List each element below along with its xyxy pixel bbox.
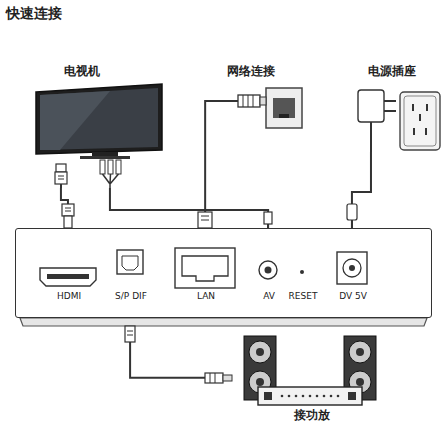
device-ports: [20, 248, 427, 342]
network-jack-node: 网络连接: [215, 62, 305, 134]
port-label: HDMI: [39, 291, 99, 302]
box-plugs: [62, 204, 357, 228]
cable-line: [110, 188, 268, 228]
device-label: 网络连接: [215, 64, 287, 78]
amplifier-illustration: [205, 336, 376, 405]
cable: [110, 188, 268, 228]
device-label: 接功放: [232, 408, 392, 422]
port-label: RESET: [287, 291, 319, 302]
network-jack: [215, 88, 302, 128]
tv-illustration: [36, 84, 162, 188]
device-label: 电视机: [30, 64, 134, 78]
power-outlet-node: 电源插座: [350, 62, 442, 152]
cable: [205, 101, 215, 228]
device-box-node: HDMIS/P DIF LAN AVRESET DV 5V: [15, 228, 432, 318]
tv-node: 电视机: [30, 62, 170, 188]
power-outlet: [358, 90, 440, 152]
amplifier-node: 接功放: [232, 330, 392, 434]
device-label: 电源插座: [350, 64, 434, 78]
cable-line: [130, 318, 232, 378]
cable-line: [205, 101, 215, 228]
port-label: LAN: [176, 291, 236, 302]
port-label: AV: [249, 291, 289, 302]
title: 快速连接: [6, 5, 62, 23]
cable: [130, 318, 232, 378]
port-label: S/P DIF: [101, 291, 161, 302]
port-label: DV 5V: [328, 291, 378, 302]
